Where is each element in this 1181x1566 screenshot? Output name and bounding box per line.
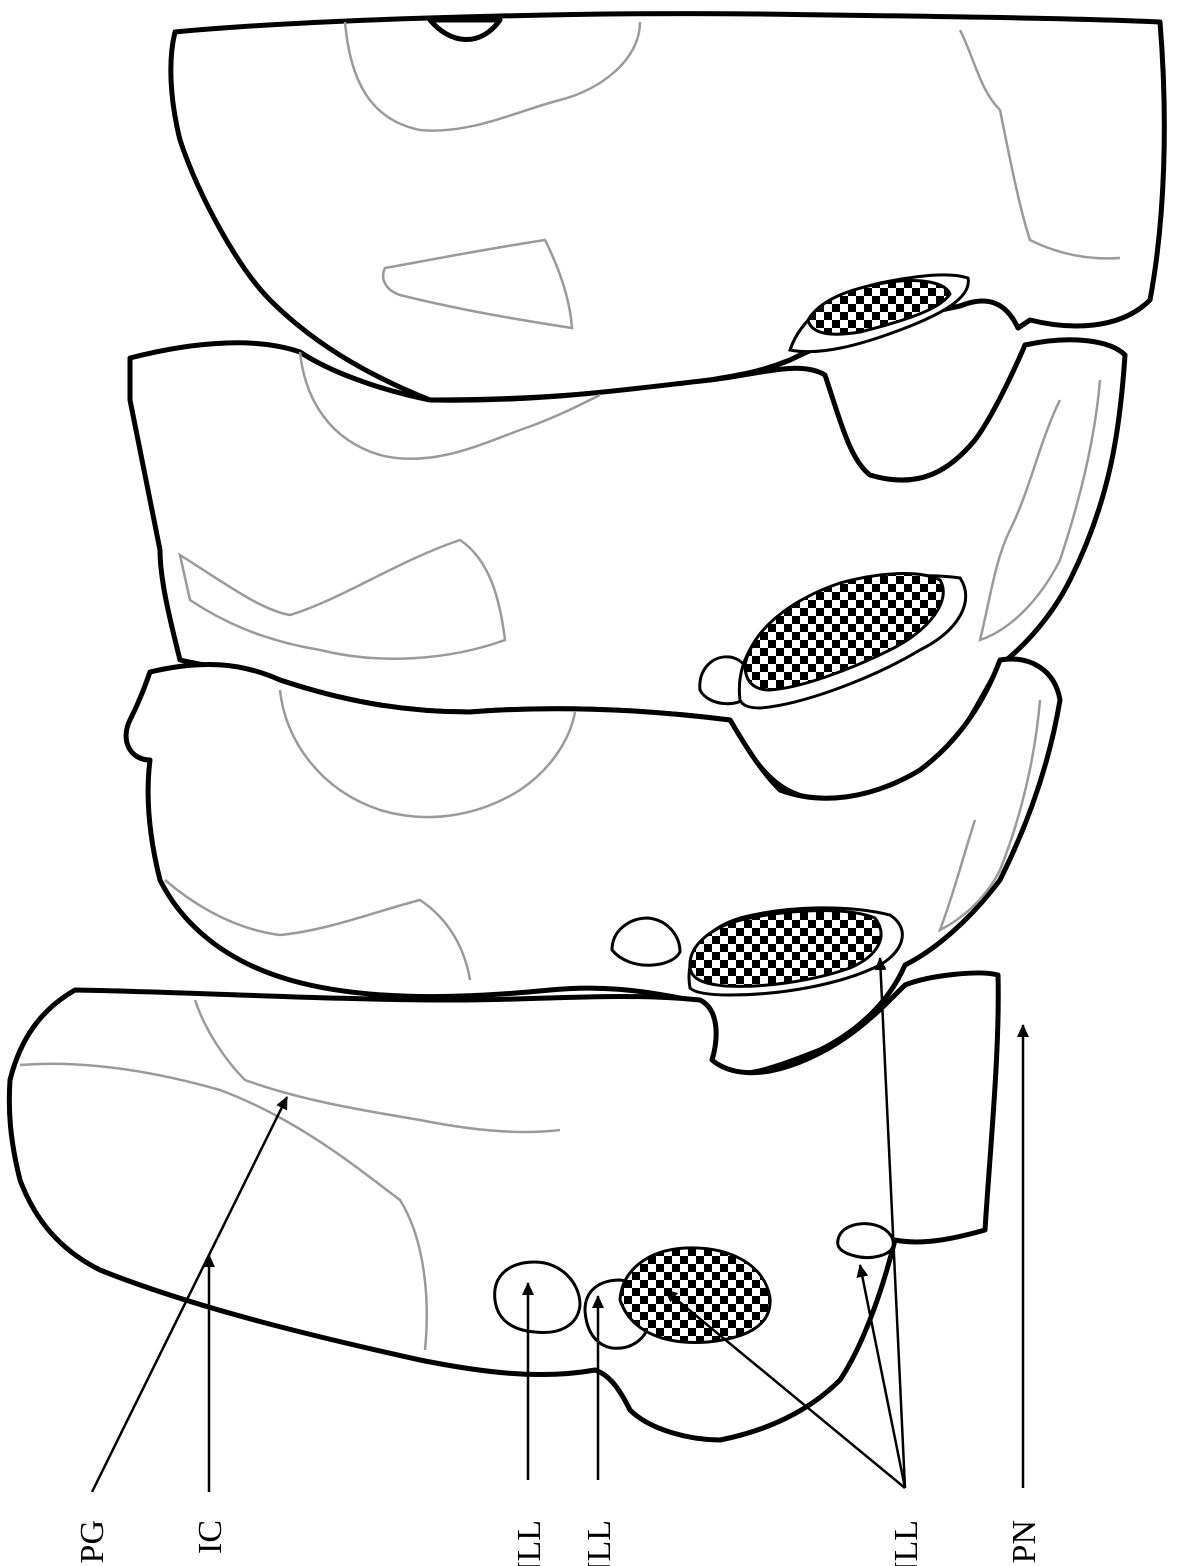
label-vnll: VNLL [888, 1520, 925, 1566]
section-4 [9, 973, 998, 1440]
section-1 [171, 14, 1164, 400]
label-ic: IC [192, 1520, 229, 1554]
label-pg: PG [74, 1520, 111, 1563]
vnll-pointer-b [860, 1265, 905, 1488]
label-pn: PN [1006, 1520, 1043, 1563]
section-1-outline [171, 14, 1164, 400]
labels: PG IC DNLL INLL VNLL PN [74, 1520, 1043, 1566]
section-4-vnll [620, 1248, 770, 1343]
section-4-vnll-small [838, 1224, 894, 1258]
label-inll: INLL [581, 1520, 618, 1566]
section-4-outline [9, 973, 998, 1440]
label-dnll: DNLL [511, 1520, 548, 1566]
